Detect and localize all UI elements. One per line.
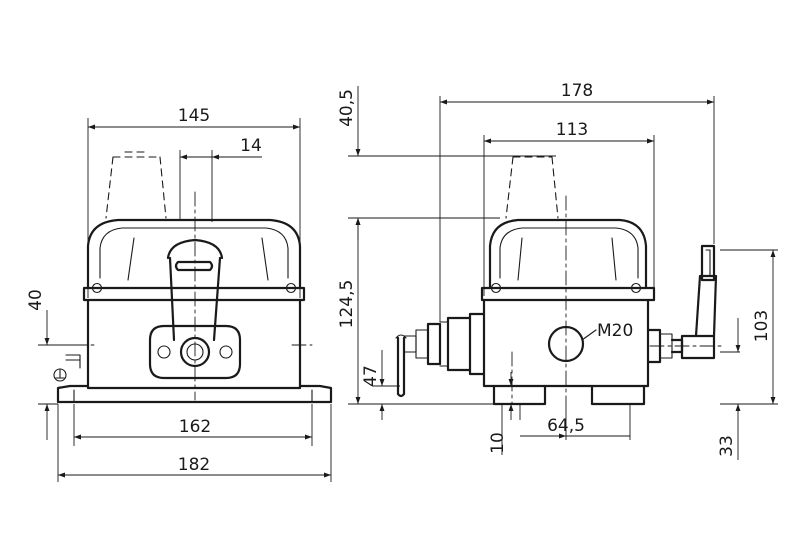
dim-total-height: 124,5 [337,280,357,329]
side-feet [492,384,646,406]
lever-arm [166,238,224,342]
thread-label: M20 [597,321,633,341]
dim-base-height: 40 [26,289,46,311]
lever-plate [148,324,242,380]
dim-base-width: 182 [178,455,210,475]
dim-lever-height: 103 [752,310,772,342]
dim-mount-pitch: 162 [179,417,211,437]
dim-lever-pivot-height: 33 [717,435,737,457]
front-cover [86,218,302,290]
front-base [56,384,333,404]
dim-housing-length: 113 [556,120,588,140]
front-view: 145 14 40 162 182 [26,106,333,482]
dim-foot-spacing: 64,5 [547,416,585,436]
cable-gland [468,312,486,376]
dim-top-clearance: 40,5 [337,89,357,127]
dim-overall-length: 178 [561,81,593,101]
side-lever [694,274,718,338]
side-housing [482,298,650,388]
side-view: M20 178 [337,81,778,460]
front-housing [86,298,302,390]
side-cover [488,218,648,290]
dim-handle-offset: 14 [240,136,262,156]
dim-width-top: 145 [178,106,210,126]
dim-conduit-height: 47 [361,365,381,387]
dim-foot-height: 10 [488,432,508,454]
